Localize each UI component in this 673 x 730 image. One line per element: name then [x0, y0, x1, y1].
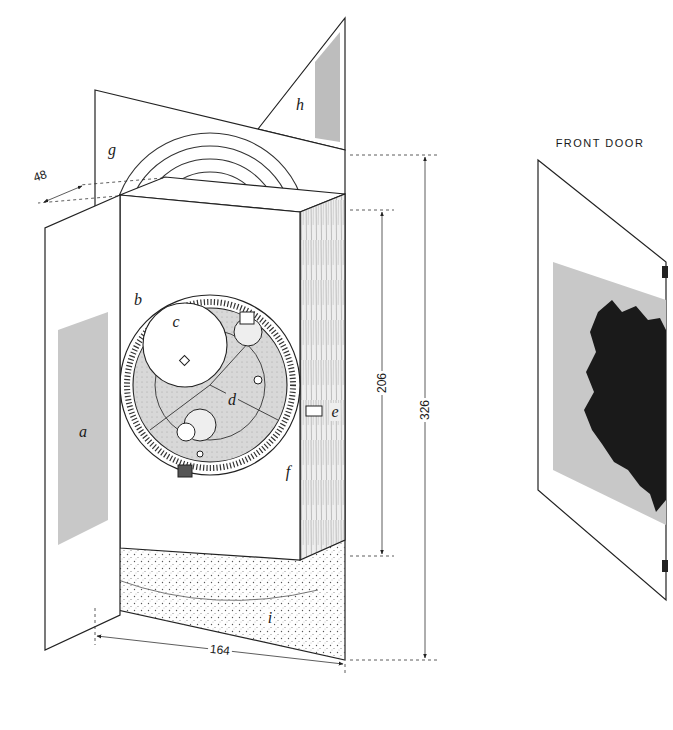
- part-letter: d: [226, 391, 238, 409]
- box-side: [300, 194, 345, 560]
- dimension-depth: 48: [30, 167, 51, 186]
- inset-heading: FRONT DOOR: [554, 137, 647, 150]
- dimension-width: 164: [207, 642, 232, 659]
- part-letter: i: [266, 609, 274, 627]
- part-letter: e: [329, 403, 340, 421]
- part-letter: g: [106, 141, 118, 159]
- hinge: [662, 266, 668, 278]
- box-front: [120, 195, 300, 560]
- front-door-panel: [538, 160, 666, 600]
- front-dial-ring: [120, 295, 300, 475]
- leaf-window: [315, 32, 340, 142]
- back-dial-ring: [118, 580, 318, 600]
- front-door-window: [553, 262, 666, 525]
- part-letter: f: [284, 463, 292, 481]
- dimension-height: 326: [418, 398, 432, 422]
- door-silhouette: [584, 300, 666, 512]
- bracket: [240, 312, 254, 324]
- back-dial-ground: [95, 540, 345, 660]
- dimension-height: 206: [375, 371, 389, 395]
- dimension-lines: [38, 155, 437, 676]
- door-window: [58, 312, 108, 545]
- lower-latch: [178, 465, 192, 477]
- part-letter: a: [77, 423, 89, 441]
- pin: [254, 376, 262, 384]
- main-gear-disk: [143, 303, 227, 387]
- scale-ticks: [127, 302, 293, 468]
- pin: [197, 451, 203, 457]
- back-board: [95, 90, 345, 660]
- side-latch: [306, 406, 322, 416]
- open-door: [45, 195, 120, 650]
- axle-square: [180, 356, 190, 366]
- part-letter: c: [170, 313, 181, 331]
- small-gear: [177, 423, 195, 441]
- part-letter: h: [294, 96, 306, 114]
- hinge: [662, 560, 668, 572]
- rear-leaf: [258, 18, 345, 150]
- part-letter: b: [132, 291, 144, 309]
